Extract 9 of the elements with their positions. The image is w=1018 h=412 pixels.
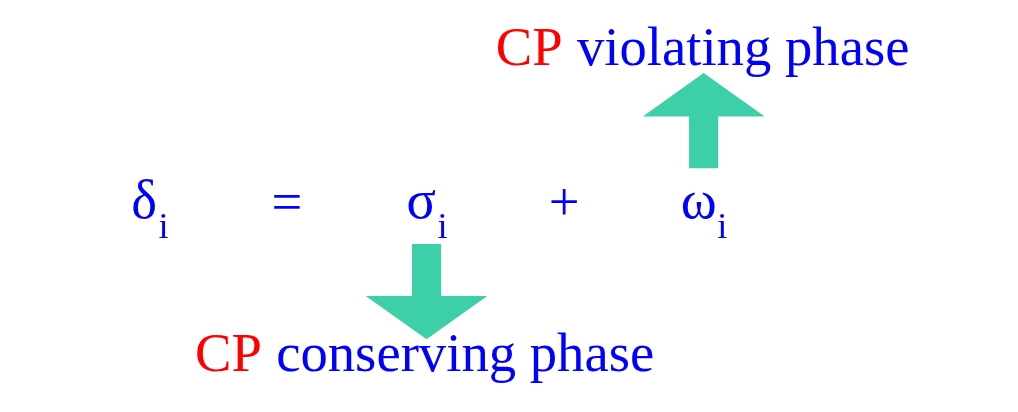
label: + <box>548 170 580 232</box>
node-text: CP violating phase <box>495 15 909 77</box>
node-text: σ$_{i}$ <box>406 168 448 246</box>
label: = <box>271 170 302 232</box>
node-text: CP conserving phase <box>194 321 654 383</box>
arrow <box>365 244 487 340</box>
label: δ$_{i}$ <box>130 168 169 246</box>
arrow <box>642 72 764 169</box>
node-text: ω$_{i}$ <box>680 168 727 246</box>
